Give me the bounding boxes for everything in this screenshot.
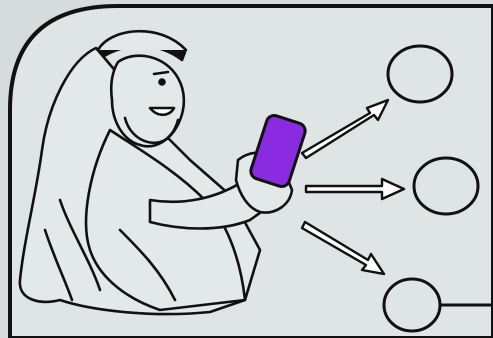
circle-middle [414, 158, 478, 214]
eye [160, 80, 165, 85]
circle-top [388, 46, 452, 102]
circle-bottom [384, 279, 440, 331]
